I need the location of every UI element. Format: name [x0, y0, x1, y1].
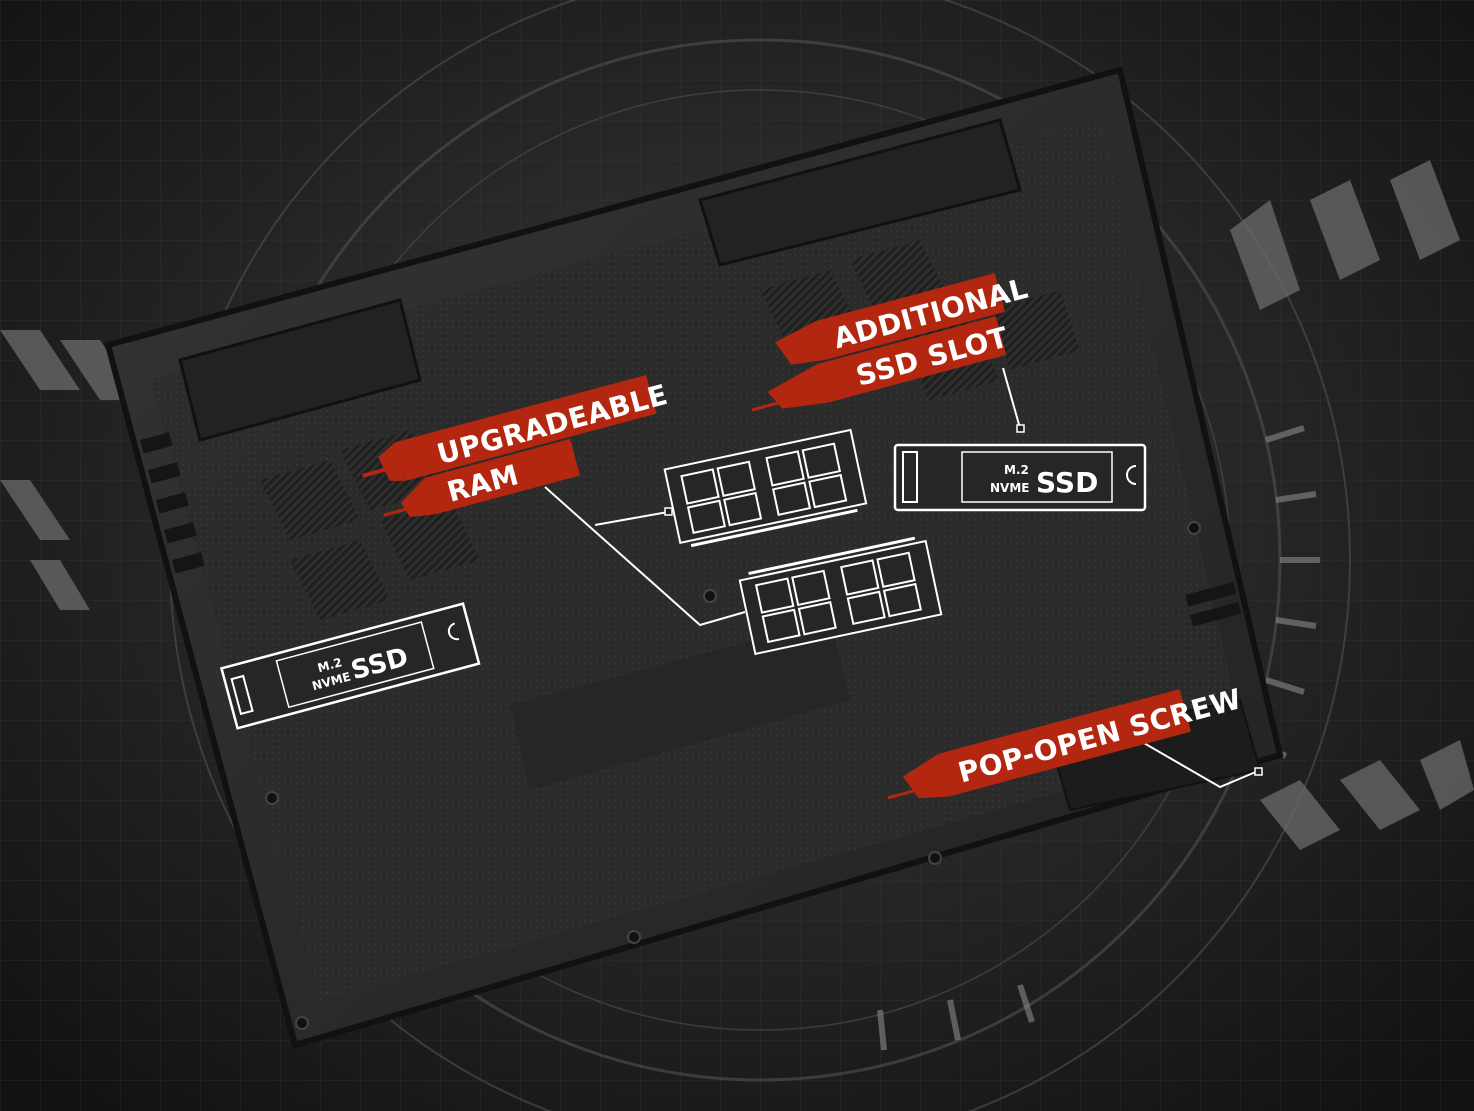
- hazard-stripes-right: [1230, 160, 1474, 850]
- screw-icon: [265, 791, 279, 805]
- hinge-left: [178, 298, 422, 442]
- ram-module-icon: [663, 428, 868, 548]
- ram-module-icon: [738, 536, 943, 656]
- ram-module-lower: [738, 536, 943, 656]
- ssd-card-left: M.2 NVME SSD: [219, 602, 481, 730]
- ssd-left-line1: M.2: [316, 655, 344, 675]
- screw-icon: [703, 589, 717, 603]
- chassis-screws: [265, 521, 1201, 1030]
- screw-icon: [1187, 521, 1201, 535]
- ssd-card-icon: [219, 602, 481, 730]
- ssd-right-line2: NVME: [990, 481, 1029, 495]
- screw-icon: [295, 1016, 309, 1030]
- ssd-card-right: M.2 NVME SSD: [893, 443, 1147, 512]
- leader-endpoints: [664, 424, 1263, 776]
- speaker-grille-center: [510, 620, 850, 790]
- hinge-center: [698, 118, 1022, 267]
- ram-module-upper: [663, 428, 868, 548]
- ssd-right-line1: M.2: [1004, 463, 1029, 477]
- callout-brush-red: [362, 374, 657, 517]
- callout-brush-red: [751, 273, 1007, 412]
- callout-upgradeable-ram: UPGRADEABLE RAM: [362, 374, 671, 517]
- side-vent-slots: [140, 432, 1242, 627]
- screw-icon: [928, 851, 942, 865]
- screw-icon: [627, 930, 641, 944]
- callout-brush-red: [887, 689, 1192, 800]
- ssd-right-label: SSD: [1036, 466, 1098, 499]
- leader-lines: [544, 367, 1259, 789]
- ssd-card-icon: [893, 443, 1147, 512]
